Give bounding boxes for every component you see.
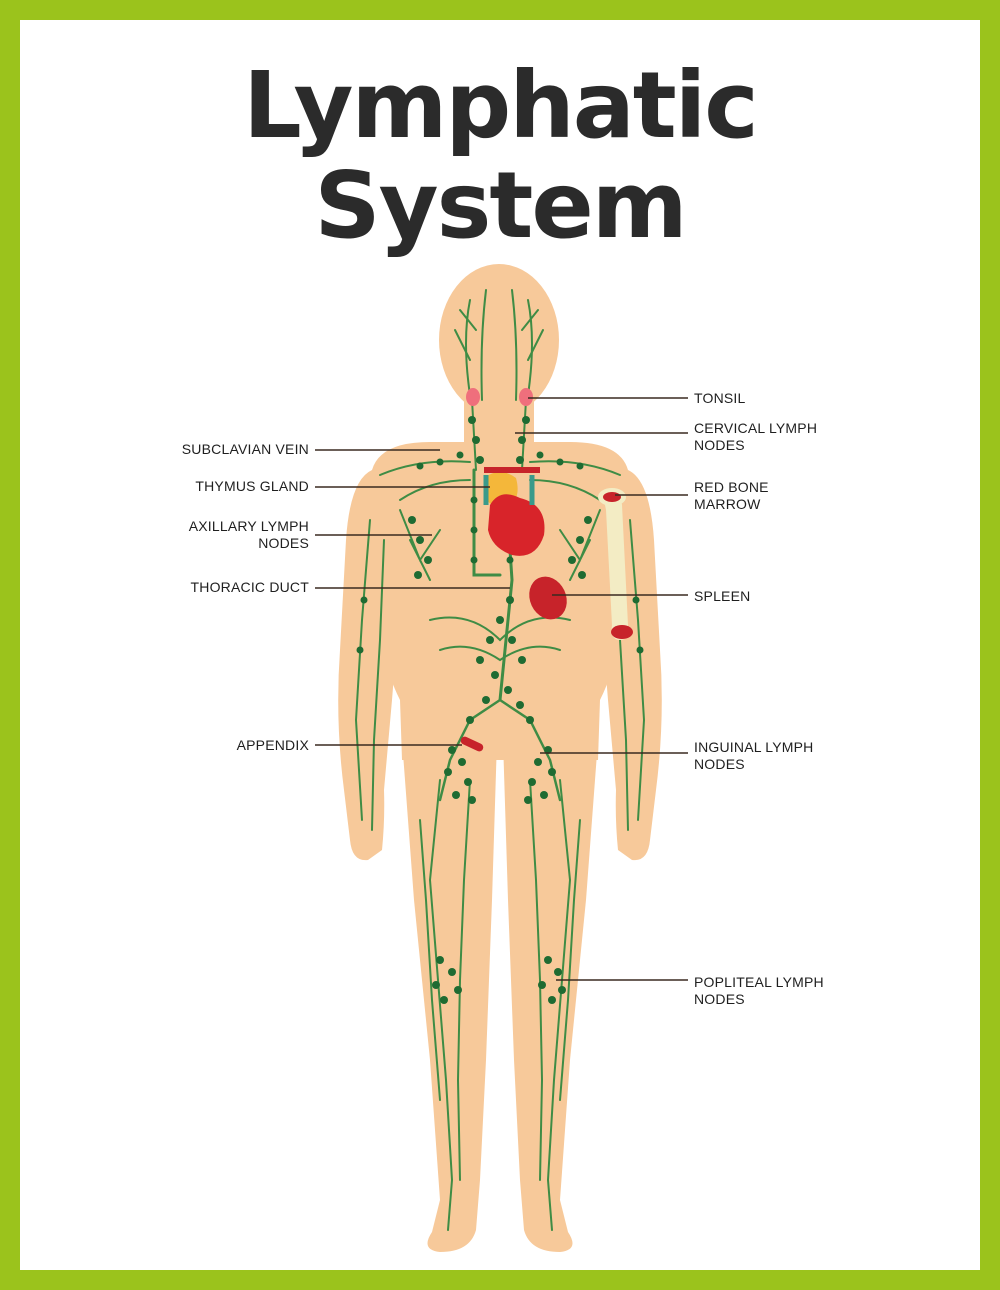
human-body-silhouette [338, 264, 662, 1252]
label-axillary-lymph-nodes: AXILLARY LYMPH NODES [189, 518, 309, 552]
label-red-bone-marrow: RED BONE MARROW [694, 479, 769, 513]
label-subclavian-vein: SUBCLAVIAN VEIN [182, 441, 309, 458]
label-appendix: APPENDIX [237, 737, 309, 754]
tonsil-left [466, 388, 480, 406]
label-cervical-lymph-nodes: CERVICAL LYMPH NODES [694, 420, 817, 454]
label-inguinal-lymph-nodes: INGUINAL LYMPH NODES [694, 739, 814, 773]
tonsil-right [519, 388, 533, 406]
label-popliteal-lymph-nodes: POPLITEAL LYMPH NODES [694, 974, 824, 1008]
label-spleen: SPLEEN [694, 588, 750, 605]
label-thoracic-duct: THORACIC DUCT [191, 579, 309, 596]
label-thymus-gland: THYMUS GLAND [195, 478, 309, 495]
label-tonsil: TONSIL [694, 390, 746, 407]
red-bone-marrow [603, 492, 621, 502]
